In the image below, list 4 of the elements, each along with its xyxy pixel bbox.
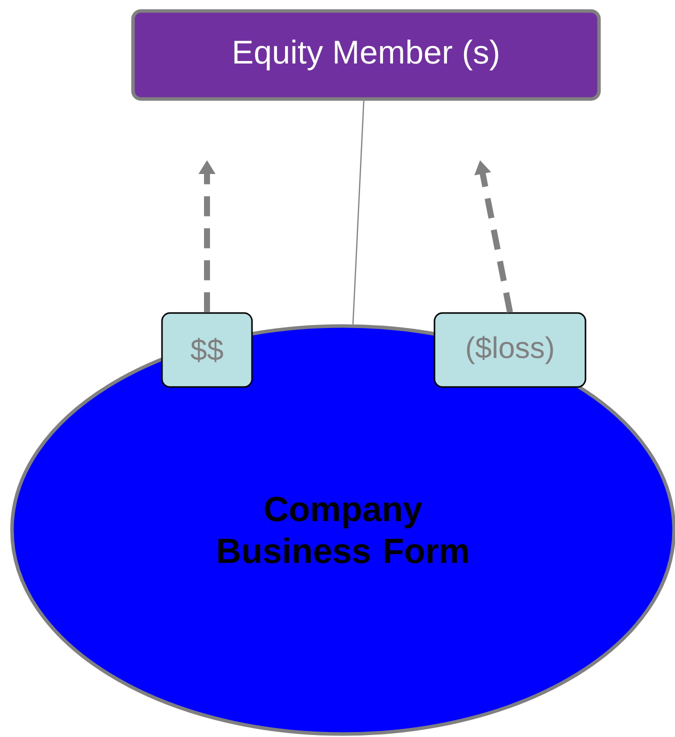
money-box: $$ [161, 312, 253, 388]
member-box: Equity Member (s) [131, 9, 601, 101]
connector-line [352, 100, 364, 324]
loss-box: ($loss) [434, 312, 586, 388]
